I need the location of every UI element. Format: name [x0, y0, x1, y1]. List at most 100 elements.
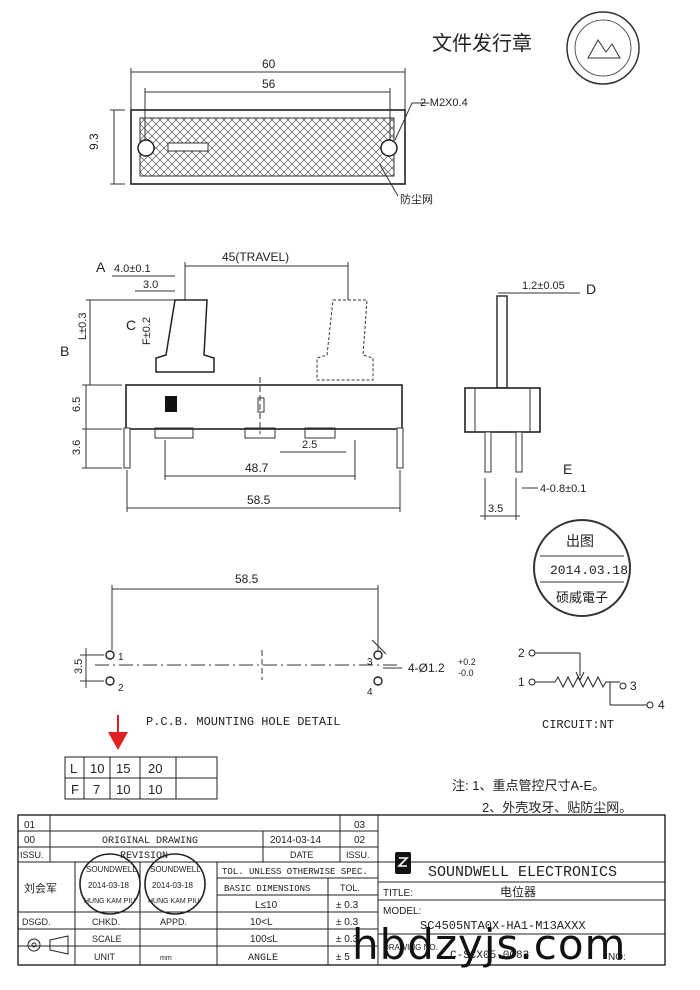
title-value: 电位器: [500, 884, 536, 899]
chkd-label: CHKD.: [92, 917, 120, 927]
unit-label: UNIT: [94, 952, 115, 962]
date-stamp: 出图 2014.03.18 硕威電子: [533, 519, 631, 617]
original-drawing: ORIGINAL DRAWING: [102, 836, 198, 847]
circuit-pin1: 1: [518, 675, 525, 689]
lf-row-f-label: F: [71, 782, 79, 797]
dim-487: 48.7: [245, 461, 269, 475]
model-value: SC4505NTA0X-HA1-M13AXXX: [420, 919, 586, 933]
pcb-dim-585: 58.5: [235, 572, 259, 586]
label-d: D: [586, 281, 596, 297]
dsgd-label: DSGD.: [22, 917, 51, 927]
lf-row-l-3: 20: [148, 761, 162, 776]
rev-02: 02: [354, 835, 366, 846]
tol-row-2-val: ± 0.3: [336, 917, 359, 928]
tol-row-3: 100≤L: [250, 934, 278, 945]
note-line-2: 2、外壳攻牙、贴防尘网。: [482, 800, 632, 815]
pcb-tol-minus: -0.0: [458, 668, 474, 678]
appd-label: APPD.: [160, 917, 187, 927]
company-name: SOUNDWELL ELECTRONICS: [428, 864, 617, 881]
top-view: 60 56 9.3 2-M2X0.4 防尘网: [87, 57, 468, 206]
unit-value: mm: [160, 955, 172, 962]
tol-label: TOL.: [340, 883, 360, 893]
company-seal: [566, 11, 640, 85]
dim-a: 4.0±0.1: [114, 263, 151, 275]
pcb-tol-plus: +0.2: [458, 657, 476, 667]
dim-65: 6.5: [71, 397, 83, 412]
approval-stamp-1: SOUNDWELL 2014-03-18 HUNG KAM PIU: [79, 853, 141, 915]
tol-row-2: 10<L: [250, 917, 273, 928]
dust-label: 防尘网: [400, 192, 433, 206]
company-logo-icon: [395, 852, 411, 874]
title-block: 01 00 ORIGINAL DRAWING 2014-03-14 03 02 …: [17, 814, 666, 966]
tol-angle-val: ± 5: [336, 952, 350, 963]
scale-label: SCALE: [92, 934, 122, 944]
date-stamp-date: 2014.03.18: [550, 563, 628, 578]
front-view: A 4.0±0.1 3.0 45(TRAVEL) C F±0.2 B L±0.3…: [60, 250, 404, 512]
issue-stamp-text: 文件发行章: [432, 32, 532, 55]
lf-table: L 10 15 20 F 7 10 10: [64, 715, 218, 800]
stamp2-date: 2014-03-18: [152, 881, 193, 890]
pcb-pin1: 1: [118, 652, 124, 663]
revision-label: REVISION: [120, 851, 168, 862]
tol-angle: ANGLE: [248, 953, 278, 964]
rev-00: 00: [24, 835, 36, 846]
pcb-pin3: 3: [367, 657, 373, 668]
no-label: NO:: [608, 952, 626, 963]
red-arrow-icon: [108, 732, 128, 750]
pcb-pin4: 4: [367, 687, 373, 698]
dim-f: F±0.2: [141, 317, 153, 345]
label-a: A: [96, 259, 106, 275]
dim-e: 4-0.8±0.1: [540, 483, 586, 495]
rev-01: 01: [24, 820, 36, 831]
tol-header: TOL. UNLESS OTHERWISE SPEC.: [222, 867, 368, 877]
pcb-pin2: 2: [118, 683, 124, 694]
lf-row-f-1: 7: [93, 782, 100, 797]
designer-name: 刘会军: [24, 882, 57, 895]
stamp2-person: HUNG KAM PIU: [148, 898, 199, 905]
date-header: DATE: [290, 850, 313, 860]
dim-25: 2.5: [302, 439, 317, 451]
rev-03: 03: [354, 820, 366, 831]
lf-row-l-1: 10: [90, 761, 104, 776]
note-line-1: 注: 1、重点管控尺寸A-E。: [452, 778, 605, 793]
tol-row-1-val: ± 0.3: [336, 900, 359, 911]
stamp1-person: HUNG KAM PIU: [84, 898, 135, 905]
model-label: MODEL:: [383, 906, 421, 917]
stamp1-name: SOUNDWELL: [86, 865, 137, 874]
label-b: B: [60, 343, 69, 359]
lf-row-f-2: 10: [116, 782, 130, 797]
pcb-caption: P.C.B. MOUNTING HOLE DETAIL: [146, 715, 340, 729]
label-c: C: [126, 317, 136, 333]
pcb-dim-35: 3.5: [73, 659, 85, 674]
lf-row-f-3: 10: [148, 782, 162, 797]
projection-symbol-icon: [27, 935, 69, 955]
label-e: E: [563, 461, 572, 477]
lf-row-l-label: L: [70, 761, 77, 776]
tol-row-1: L≤10: [255, 900, 278, 911]
circuit-pin4: 4: [658, 698, 665, 712]
lf-row-l-2: 15: [116, 761, 130, 776]
dim-height: 9.3: [87, 133, 101, 150]
dim-overall: 60: [262, 57, 276, 71]
pcb-detail: 58.5 1 2 3 4 3.5 4-Ø1.2 +0.2 -0.0 P.C.B.…: [73, 572, 476, 729]
dim-inner: 56: [262, 77, 276, 91]
basic-dimensions: BASIC DIMENSIONS: [224, 884, 310, 894]
dim-35-side: 3.5: [488, 503, 503, 515]
drawing-value: C-SCX05-0083: [450, 950, 529, 962]
pcb-hole-dim: 4-Ø1.2: [408, 661, 445, 675]
issu-label: ISSU.: [20, 850, 44, 860]
tol-row-3-val: ± 0.3: [336, 934, 359, 945]
dim-585: 58.5: [247, 493, 271, 507]
circuit-pin2: 2: [518, 646, 525, 660]
circuit-diagram: 2 1 3 4 CIRCUIT:NT: [518, 646, 665, 732]
date-stamp-bottom: 硕威電子: [556, 590, 608, 605]
travel-dim: 45(TRAVEL): [222, 250, 289, 264]
issu-label-2: ISSU.: [346, 850, 370, 860]
stamp2-name: SOUNDWELL: [150, 865, 201, 874]
date-stamp-top: 出图: [566, 533, 594, 549]
circuit-pin3: 3: [630, 679, 637, 693]
stamp1-date: 2014-03-18: [88, 881, 129, 890]
dim-3: 3.0: [143, 279, 158, 291]
